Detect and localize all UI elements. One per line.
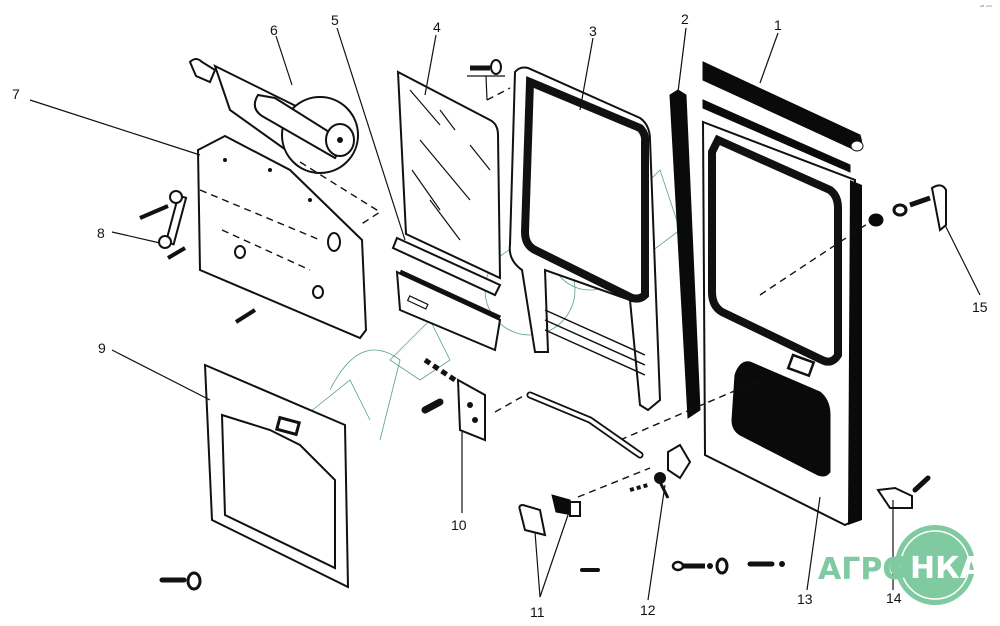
part-13-door-frame	[619, 120, 862, 591]
callout-7: 7	[12, 86, 20, 102]
corner-mark: ᵉᴿ ᵒʳᵐ	[980, 5, 992, 11]
callout-2: 2	[681, 11, 689, 27]
callout-labels: 1 2 3 4 5 6 7 8 9 10 11 12 13 14 15	[12, 11, 988, 620]
loose-bolts-bottom	[580, 557, 785, 575]
callout-3: 3	[589, 23, 597, 39]
callout-1: 1	[774, 17, 782, 33]
part-11-inside-handle	[518, 467, 651, 598]
callout-5: 5	[331, 12, 339, 28]
part-9-trim-panel	[111, 349, 350, 589]
bolt-washer-bottom-left	[159, 571, 202, 591]
part-10-lock-mechanism	[421, 357, 526, 513]
part-12-outside-handle	[629, 443, 692, 601]
callout-8: 8	[97, 225, 105, 241]
part-6-window-regulator	[188, 35, 359, 174]
part-5-glass-channel	[336, 27, 502, 352]
lock-rod	[526, 391, 644, 459]
callout-4: 4	[433, 19, 441, 35]
callout-10: 10	[451, 517, 467, 533]
callout-6: 6	[270, 22, 278, 38]
callout-14: 14	[886, 590, 902, 606]
callout-12: 12	[640, 602, 656, 618]
agronka-logo: АГРО НКА	[818, 525, 984, 605]
part-7-inner-panel	[29, 99, 382, 340]
logo-text-right: НКА	[910, 551, 984, 586]
part-14-hinge	[876, 475, 931, 590]
part-1-top-seal	[702, 32, 864, 173]
callout-11: 11	[530, 604, 545, 620]
callout-13: 13	[797, 591, 813, 607]
bolt-lower-left	[234, 308, 257, 324]
callout-15: 15	[972, 299, 988, 315]
callout-9: 9	[98, 340, 106, 356]
part-3-window-frame	[508, 37, 662, 412]
part-2-vertical-seal	[669, 27, 701, 419]
bolt-washer-top	[467, 59, 511, 101]
part-8-regulator-handle	[111, 190, 188, 260]
part-4-glass-pane	[396, 34, 502, 280]
part-15-lock-handle	[759, 184, 981, 296]
